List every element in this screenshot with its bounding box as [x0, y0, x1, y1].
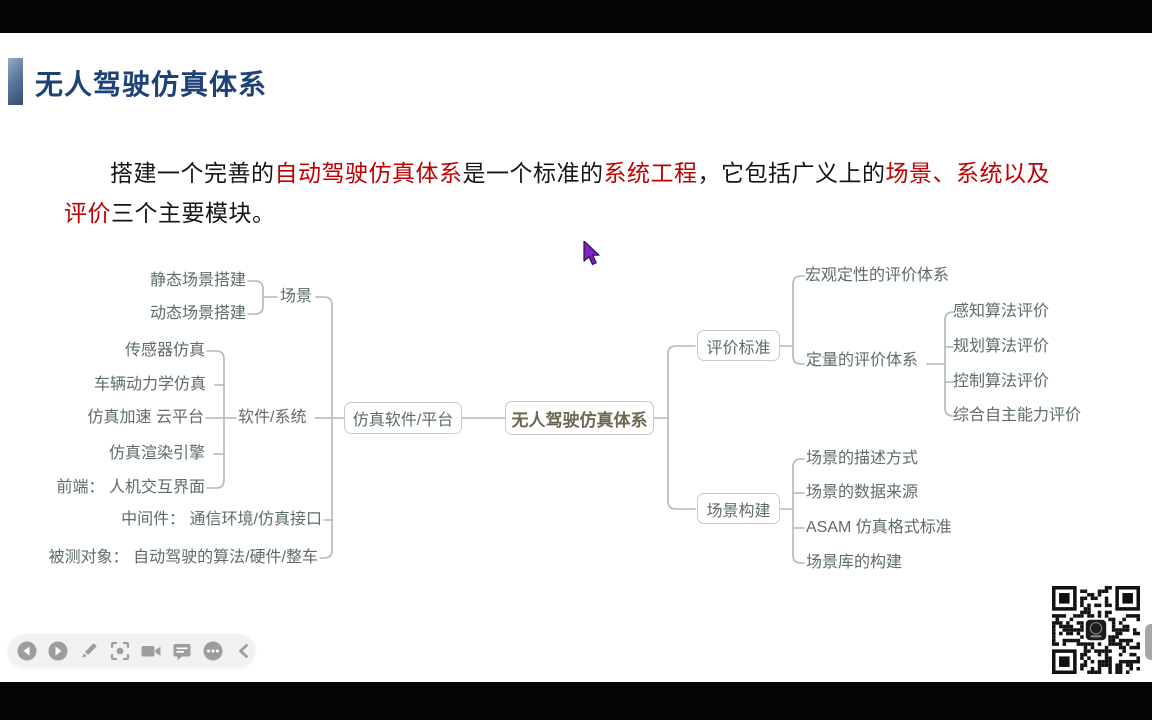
mindmap-node-vehicle-dynamics: 车辆动力学仿真 — [93, 376, 206, 393]
annotate-button[interactable] — [78, 640, 100, 662]
mindmap-node-sensor-sim: 传感器仿真 — [124, 342, 205, 359]
next-button[interactable] — [47, 640, 69, 662]
mindmap-node-evaluation-standard: 评价标准 — [697, 330, 780, 361]
side-panel-handle[interactable] — [1145, 624, 1152, 660]
intro-segment: ，它包括广义上的 — [697, 160, 886, 186]
mindmap-node-perception-eval: 感知算法评价 — [953, 303, 1050, 320]
speech-bubble-icon — [171, 640, 193, 662]
collapse-toolbar-button[interactable] — [233, 640, 255, 662]
mindmap-node-quantitative: 定量的评价体系 — [806, 352, 919, 369]
pencil-icon — [78, 640, 100, 662]
title-accent-bar — [8, 58, 23, 105]
mindmap-node-planning-eval: 规划算法评价 — [953, 338, 1050, 355]
mindmap-node-dynamic-scene: 动态场景搭建 — [149, 305, 246, 322]
intro-segment: 是一个标准的 — [462, 160, 604, 186]
record-button[interactable] — [140, 640, 162, 662]
video-camera-icon — [140, 640, 162, 662]
prev-circle-icon — [16, 640, 38, 662]
mindmap-node-scene-description: 场景的描述方式 — [806, 450, 919, 467]
mindmap-node-scene-data-source: 场景的数据来源 — [806, 484, 919, 501]
mindmap-node-static-scene: 静态场景搭建 — [149, 272, 246, 289]
more-button[interactable] — [202, 640, 224, 662]
mindmap-node-control-eval: 控制算法评价 — [953, 373, 1050, 390]
intro-segment: 搭建一个完善的 — [110, 160, 275, 186]
mindmap-node-sim-accel-cloud: 仿真加速 云平台 — [87, 409, 204, 426]
viewfinder-icon — [109, 640, 131, 662]
ellipsis-circle-icon — [202, 640, 224, 662]
page-title: 无人驾驶仿真体系 — [35, 69, 268, 100]
mindmap-node-frontend-hmi: 前端： 人机交互界面 — [56, 479, 205, 496]
mindmap-node-scene: 场景 — [280, 288, 313, 305]
chevron-left-icon — [233, 640, 255, 662]
intro-segment: 系统工程 — [603, 160, 698, 186]
comments-button[interactable] — [171, 640, 193, 662]
next-circle-icon — [47, 640, 69, 662]
intro-paragraph: 搭建一个完善的自动驾驶仿真体系是一个标准的系统工程，它包括广义上的场景、系统以及… — [64, 153, 1064, 233]
letterbox-bottom-bar — [0, 682, 1152, 720]
screenshot-button[interactable] — [109, 640, 131, 662]
mindmap-node-macro-qualitative: 宏观定性的评价体系 — [805, 267, 950, 284]
intro-segment: 场景、系统以及评价 — [64, 160, 1050, 226]
mindmap-root-node: 无人驾驶仿真体系 — [505, 401, 654, 435]
prev-button[interactable] — [16, 640, 38, 662]
mindmap-node-middleware: 中间件： 通信环境/仿真接口 — [121, 511, 322, 528]
mouse-cursor-icon — [583, 240, 603, 273]
mindmap-node-asam-standard: ASAM 仿真格式标准 — [806, 519, 952, 536]
intro-segment: 三个主要模块。 — [111, 200, 276, 226]
mindmap-node-autonomy-eval: 综合自主能力评价 — [953, 407, 1082, 424]
mindmap-node-software-system: 软件/系统 — [238, 409, 307, 426]
intro-segment: 自动驾驶仿真体系 — [274, 160, 463, 186]
mindmap-node-render-engine: 仿真渲染引擎 — [108, 445, 205, 462]
mindmap-node-sim-software-platform: 仿真软件/平台 — [344, 402, 462, 434]
mindmap-node-device-under-test: 被测对象： 自动驾驶的算法/硬件/整车 — [48, 549, 318, 566]
qr-code — [1052, 586, 1140, 674]
player-toolbar — [8, 634, 255, 667]
mindmap-node-scene-construction: 场景构建 — [697, 493, 780, 524]
letterbox-top-bar — [0, 0, 1152, 33]
mindmap-node-scene-library: 场景库的构建 — [806, 554, 903, 571]
